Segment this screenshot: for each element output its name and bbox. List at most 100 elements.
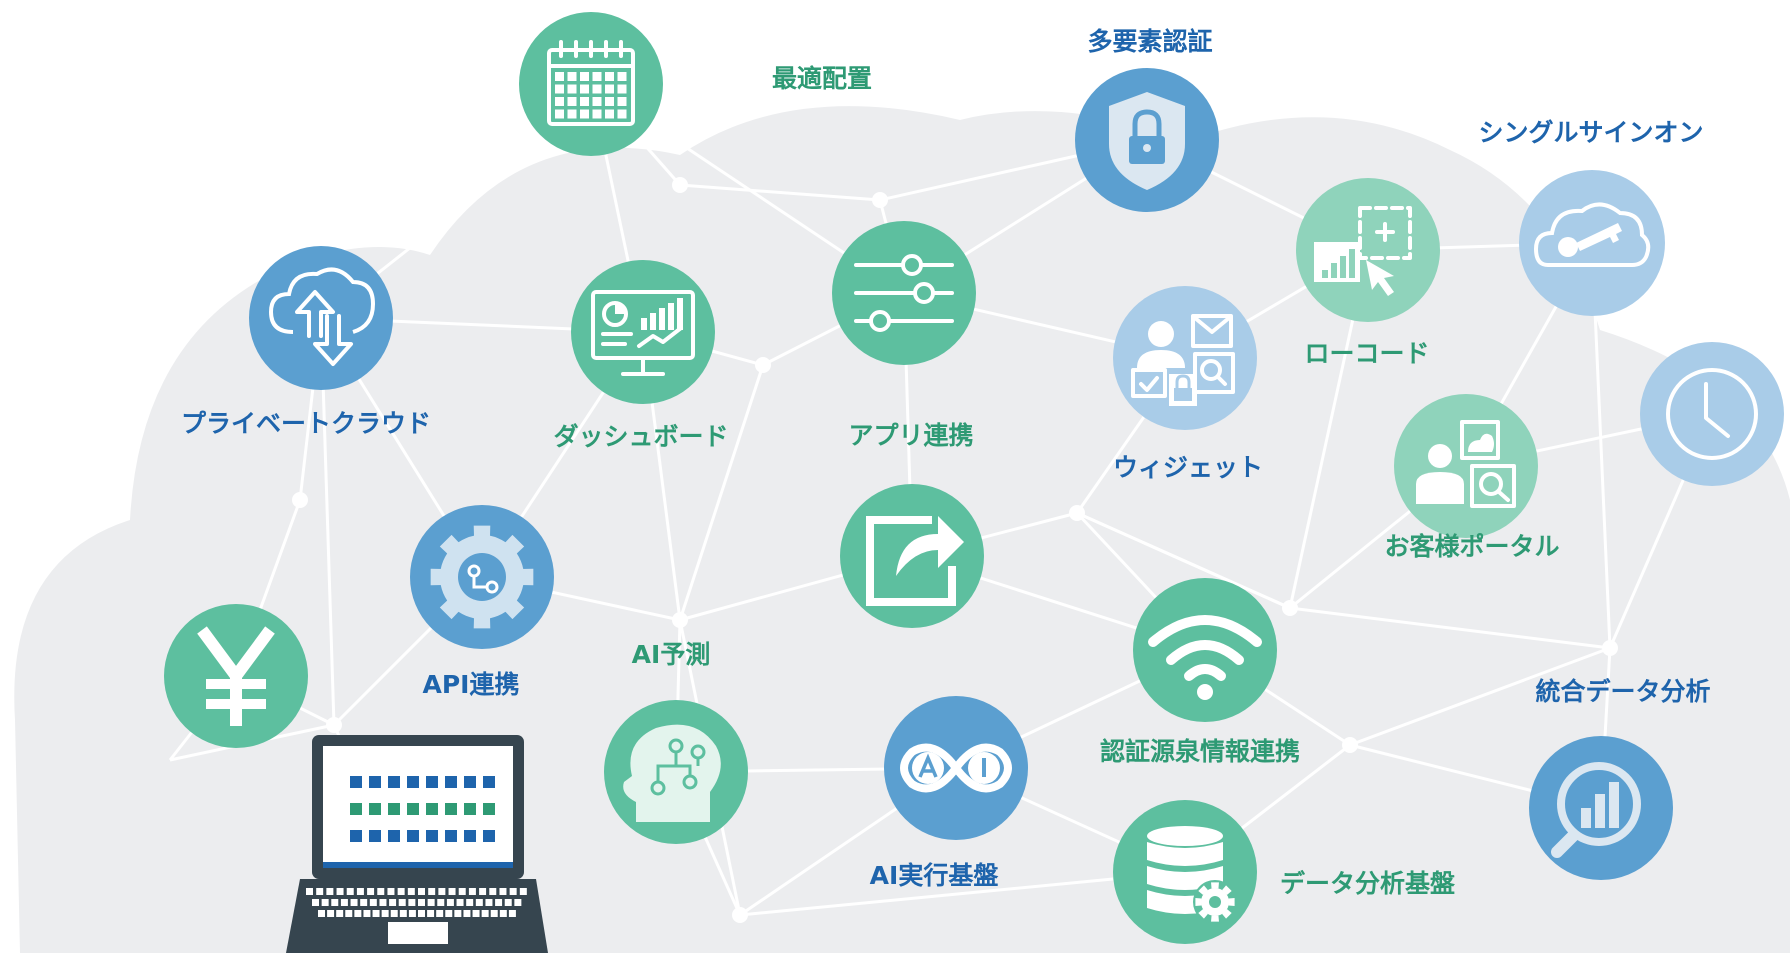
laptop-key [363, 910, 371, 917]
laptop-key [356, 888, 364, 895]
node-label-widget: ウィジェット [1113, 453, 1263, 482]
sliders-icon [854, 254, 954, 332]
laptop-key [458, 888, 466, 895]
network-line [1289, 606, 1611, 650]
laptop-key [437, 899, 445, 906]
screen-cell [426, 803, 438, 815]
node-data-platform [1113, 800, 1257, 944]
network-junction [1069, 505, 1085, 521]
node-widget [1113, 286, 1257, 430]
network-junction [672, 612, 688, 628]
node-label-auth-source: 認証源泉情報連携 [1100, 737, 1300, 766]
yen-icon [197, 626, 275, 726]
laptop-key [509, 888, 517, 895]
screen-cell [426, 776, 438, 788]
node-clock [1640, 342, 1784, 486]
node-label-private-cloud: プライベートクラウド [181, 409, 431, 438]
node-sso [1519, 170, 1665, 316]
laptop-key [454, 910, 462, 917]
node-customer-portal [1394, 394, 1538, 538]
node-private-cloud [249, 246, 393, 390]
laptop-key [475, 899, 483, 906]
laptop-key [427, 910, 435, 917]
laptop-key [397, 888, 405, 895]
laptop-key [389, 899, 397, 906]
node-label-optimal-placement: 最適配置 [772, 64, 872, 93]
laptop-key [472, 910, 480, 917]
laptop-key [418, 888, 425, 895]
node-mfa [1075, 68, 1219, 212]
node-api-integration [410, 505, 554, 649]
screen-cell [369, 803, 381, 815]
cloud-key-icon [1533, 202, 1651, 267]
network-junction [1282, 600, 1298, 616]
cloud-sync-icon [268, 267, 376, 366]
laptop-key [306, 888, 313, 895]
laptop-key [446, 899, 454, 906]
laptop-key [495, 899, 503, 906]
node-label-api-integration: API連携 [423, 670, 520, 699]
laptop-key [514, 899, 522, 906]
screen-cell [445, 830, 457, 842]
laptop-key [468, 888, 476, 895]
node-label-integrated-analytics: 統合データ分析 [1535, 677, 1710, 706]
node-optimal-placement [519, 12, 663, 156]
laptop-key [390, 910, 398, 917]
laptop-key [327, 910, 335, 917]
screen-cell [464, 803, 476, 815]
low-code-icon [1314, 206, 1412, 296]
laptop-key [345, 910, 353, 917]
laptop-key [407, 888, 415, 895]
network-junction [732, 907, 748, 923]
node-yen [164, 604, 308, 748]
network-line [1349, 646, 1611, 747]
screen-cell [483, 830, 495, 842]
screen-cell [350, 803, 362, 815]
brain-icon [623, 724, 721, 822]
laptop-key [377, 888, 385, 895]
laptop-key [481, 910, 489, 917]
laptop-key [504, 899, 512, 906]
laptop-key [448, 888, 456, 895]
calendar-icon [547, 40, 635, 126]
node-label-ai-platform: AI実行基盤 [870, 861, 1000, 890]
screen-cell [369, 830, 381, 842]
screen-cell [407, 776, 419, 788]
laptop-key [326, 888, 334, 895]
portal-icon [1416, 420, 1516, 508]
screen-cell [464, 830, 476, 842]
node-label-mfa: 多要素認証 [1087, 27, 1212, 56]
laptop-key [336, 888, 344, 895]
network-junction [326, 717, 342, 733]
laptop-key [336, 910, 344, 917]
analytics-icon [1551, 762, 1641, 858]
node-circle [1394, 394, 1538, 538]
screen-cell [426, 830, 438, 842]
database-gear-icon [1147, 826, 1237, 924]
network-junction [755, 357, 771, 373]
laptop-key [398, 899, 406, 906]
laptop-key [519, 888, 527, 895]
node-label-customer-portal: お客様ポータル [1384, 532, 1559, 561]
dashboard-monitor-icon [591, 290, 695, 376]
screen-cell [350, 776, 362, 788]
node-circle [1640, 342, 1784, 486]
node-low-code [1296, 178, 1440, 322]
network-junction [412, 232, 428, 248]
laptop-key [372, 910, 380, 917]
node-circle [1296, 178, 1440, 322]
laptop-key [499, 888, 507, 895]
node-app-integration [832, 221, 976, 365]
share-icon [866, 516, 964, 606]
screen-cell [407, 830, 419, 842]
network-junction [1342, 737, 1358, 753]
laptop-key [312, 899, 319, 906]
screen-cell [464, 776, 476, 788]
screen-cell [445, 803, 457, 815]
laptop-key [479, 888, 487, 895]
laptop-key [331, 899, 339, 906]
laptop-key [360, 899, 368, 906]
laptop-key [408, 899, 416, 906]
laptop-key [399, 910, 407, 917]
